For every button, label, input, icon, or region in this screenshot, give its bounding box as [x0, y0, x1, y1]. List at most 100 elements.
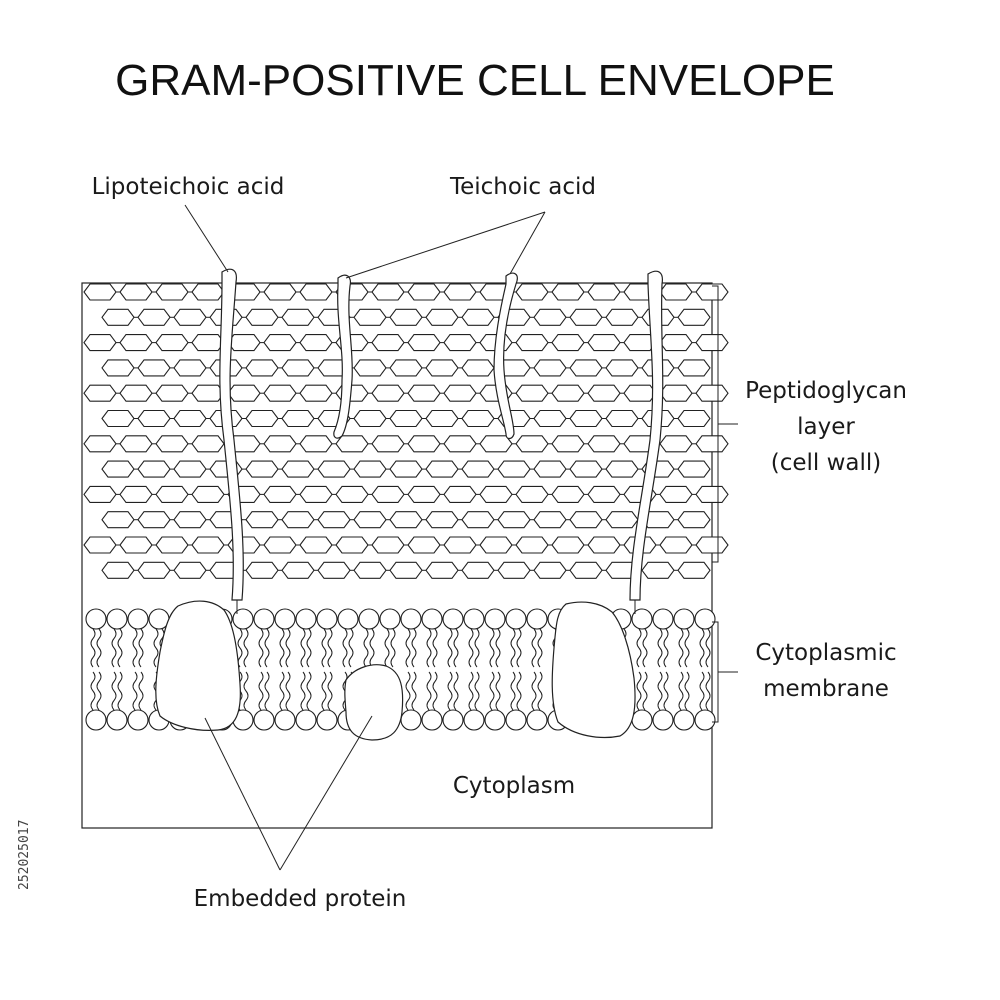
lipid-tail	[285, 628, 291, 668]
phospholipid-head	[526, 709, 548, 731]
peptidoglycan-unit	[695, 485, 729, 503]
lipid-tail	[285, 671, 291, 711]
lipid-tail	[306, 671, 312, 711]
peptidoglycan-unit	[137, 308, 171, 326]
embedded-protein-left	[155, 600, 241, 731]
peptidoglycan-unit	[551, 536, 585, 554]
peptidoglycan-unit	[677, 359, 711, 377]
lipid-tail	[279, 628, 285, 668]
peptidoglycan-unit	[371, 384, 405, 402]
label-cytoplasm: Cytoplasm	[453, 773, 575, 799]
phospholipid-head	[232, 608, 254, 630]
lipid-tail	[642, 671, 648, 711]
peptidoglycan-unit	[371, 334, 405, 352]
peptidoglycan-unit	[137, 359, 171, 377]
embedded-protein-middle	[344, 664, 404, 741]
peptidoglycan-unit	[515, 384, 549, 402]
peptidoglycan-unit	[461, 561, 495, 579]
peptidoglycan-unit	[569, 460, 603, 478]
lipid-tail	[705, 671, 711, 711]
peptidoglycan-unit	[605, 308, 639, 326]
lipid-tail	[510, 628, 516, 668]
peptidoglycan-unit	[263, 485, 297, 503]
peptidoglycan-unit	[155, 283, 189, 301]
peptidoglycan-unit	[101, 511, 135, 529]
peptidoglycan-unit	[677, 409, 711, 428]
label-membrane-line1: Cytoplasmic	[755, 640, 896, 666]
lipid-tail	[699, 671, 705, 711]
peptidoglycan-unit	[587, 283, 621, 301]
lipid-tail	[516, 628, 522, 668]
lipid-tail	[705, 628, 711, 668]
peptidoglycan-unit	[605, 511, 639, 529]
lipid-tail	[447, 628, 453, 668]
phospholipid-head	[358, 608, 380, 630]
peptidoglycan-unit	[461, 359, 495, 377]
peptidoglycan-unit	[173, 561, 207, 579]
phospholipid-head	[652, 709, 674, 731]
phospholipid-head	[316, 608, 338, 630]
peptidoglycan-unit	[353, 511, 387, 529]
peptidoglycan-unit	[497, 460, 531, 478]
peptidoglycan-unit	[497, 511, 531, 529]
leader-protein-middle	[279, 715, 373, 871]
lipid-tail	[90, 671, 96, 711]
phospholipid-head	[463, 608, 485, 630]
stock-id-watermark: 252025017	[17, 820, 32, 890]
lipid-tail	[327, 628, 333, 668]
lipid-tail	[111, 628, 117, 668]
peptidoglycan-unit	[443, 334, 477, 352]
lipid-tail	[642, 628, 648, 668]
lipid-tail	[342, 628, 348, 668]
peptidoglycan-unit	[641, 561, 675, 579]
lipid-tail	[432, 628, 438, 668]
lipid-tail	[663, 628, 669, 668]
peptidoglycan-unit	[137, 561, 171, 579]
lipid-tail	[279, 671, 285, 711]
peptidoglycan-unit	[101, 409, 135, 428]
lipid-tail	[636, 628, 642, 668]
peptidoglycan-unit	[173, 511, 207, 529]
peptidoglycan-unit	[425, 460, 459, 478]
peptidoglycan-unit	[353, 460, 387, 478]
peptidoglycan-unit	[443, 536, 477, 554]
peptidoglycan-unit	[335, 536, 369, 554]
peptidoglycan-unit	[245, 460, 279, 478]
lipid-tail	[117, 628, 123, 668]
peptidoglycan-unit	[407, 334, 441, 352]
phospholipid-head	[442, 709, 464, 731]
lipid-tail	[153, 628, 159, 668]
peptidoglycan-unit	[83, 283, 117, 301]
lipid-tail	[468, 628, 474, 668]
peptidoglycan-unit	[119, 334, 153, 352]
phospholipid-head	[106, 709, 128, 731]
peptidoglycan-unit	[569, 308, 603, 326]
label-lipoteichoic-acid: Lipoteichoic acid	[92, 174, 285, 200]
phospholipid-head	[442, 608, 464, 630]
peptidoglycan-unit	[299, 485, 333, 503]
peptidoglycan-unit	[551, 384, 585, 402]
peptidoglycan-unit	[479, 536, 513, 554]
peptidoglycan-unit	[533, 308, 567, 326]
lipid-tail	[90, 628, 96, 668]
lipid-tail	[348, 628, 354, 668]
lipid-tail	[264, 628, 270, 668]
peptidoglycan-unit	[407, 485, 441, 503]
lipid-tail	[300, 628, 306, 668]
peptidoglycan-unit	[83, 384, 117, 402]
label-teichoic-acid: Teichoic acid	[449, 174, 596, 200]
lipid-tail	[405, 671, 411, 711]
lipid-tail	[243, 628, 249, 668]
phospholipid-head	[379, 608, 401, 630]
peptidoglycan-unit	[623, 384, 657, 402]
peptidoglycan-unit	[425, 359, 459, 377]
peptidoglycan-unit	[587, 334, 621, 352]
peptidoglycan-unit	[281, 409, 315, 428]
lipid-tail	[96, 628, 102, 668]
diagram-title: GRAM-POSITIVE CELL ENVELOPE	[115, 56, 835, 105]
peptidoglycan-unit	[119, 485, 153, 503]
peptidoglycan-unit	[335, 435, 369, 453]
peptidoglycan-unit	[569, 511, 603, 529]
phospholipid-head	[337, 608, 359, 630]
peptidoglycan-unit	[515, 485, 549, 503]
